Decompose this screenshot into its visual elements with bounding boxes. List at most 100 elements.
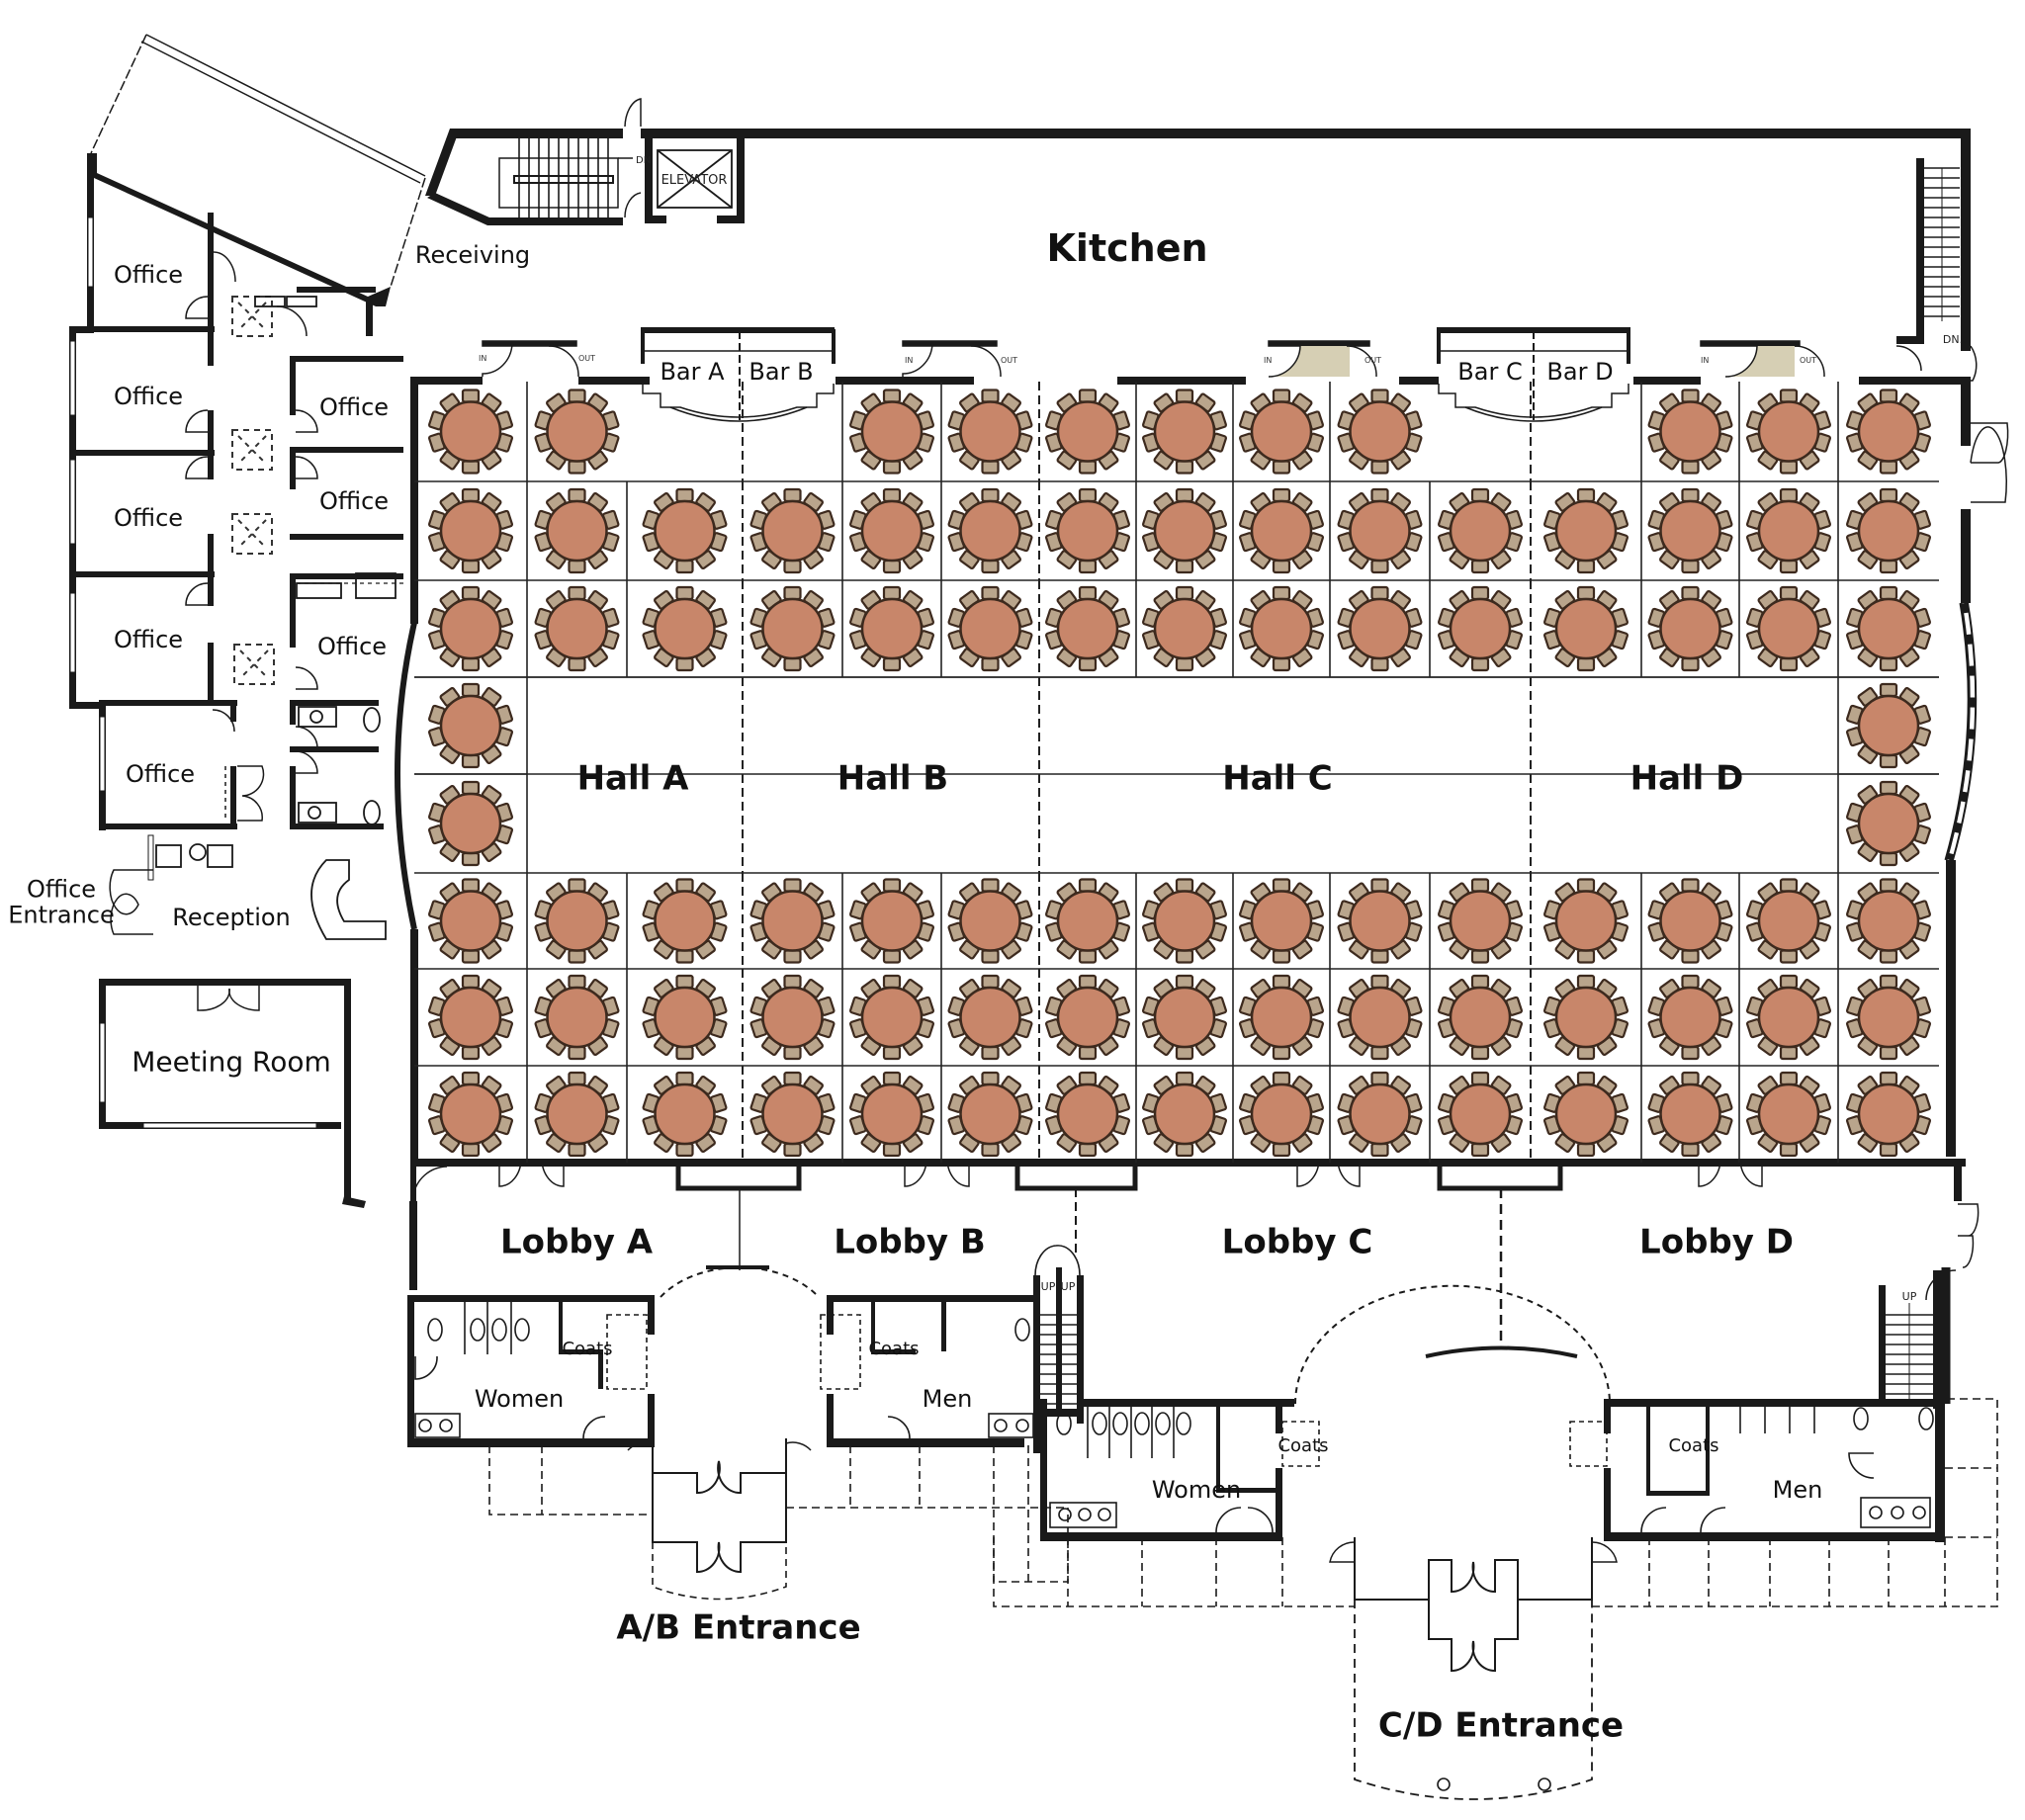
skylights bbox=[231, 296, 275, 685]
round-table bbox=[1745, 487, 1832, 574]
round-table bbox=[848, 1071, 935, 1158]
round-table bbox=[1646, 585, 1734, 672]
cd-entrance bbox=[993, 1284, 1998, 1800]
round-table bbox=[946, 487, 1034, 574]
round-table bbox=[427, 1071, 514, 1158]
restroom-fixtures-cd bbox=[1049, 1407, 1934, 1533]
round-table bbox=[1238, 878, 1325, 964]
round-table bbox=[1845, 974, 1932, 1061]
office-8-label: Office bbox=[125, 759, 196, 788]
office-windows bbox=[69, 217, 317, 1129]
lobby-walls bbox=[409, 1158, 1980, 1404]
stair-dn-label: DN bbox=[636, 155, 651, 166]
door-out-label: OUT bbox=[1001, 356, 1017, 365]
round-table bbox=[641, 1071, 729, 1158]
round-table bbox=[1745, 878, 1832, 964]
stair-up-label: UP bbox=[1902, 1290, 1917, 1303]
round-table bbox=[1646, 878, 1734, 964]
round-table bbox=[1745, 1071, 1832, 1158]
bar-cd bbox=[1437, 327, 1630, 422]
hall-d-label: Hall D bbox=[1629, 758, 1744, 799]
round-table bbox=[1238, 487, 1325, 574]
round-table bbox=[748, 585, 836, 672]
reception-label: Reception bbox=[172, 903, 291, 931]
elevator-label: ELEVATOR bbox=[661, 173, 728, 188]
coats-ab-right-label: Coats bbox=[868, 1339, 920, 1360]
round-table bbox=[1646, 487, 1734, 574]
round-table bbox=[1336, 487, 1424, 574]
round-table bbox=[1141, 487, 1228, 574]
round-table bbox=[1044, 585, 1131, 672]
round-table bbox=[1437, 878, 1524, 964]
ab-entrance-label: A/B Entrance bbox=[616, 1607, 861, 1648]
round-table bbox=[1845, 878, 1932, 964]
kitchen-right-doors bbox=[1895, 345, 1978, 382]
round-table bbox=[1044, 389, 1131, 475]
round-table bbox=[848, 487, 935, 574]
round-table bbox=[1845, 1071, 1932, 1158]
office-entrance-label: Office Entrance bbox=[8, 875, 115, 929]
coats-ab-left-label: Coats bbox=[562, 1339, 613, 1360]
door-in-label: IN bbox=[905, 356, 913, 365]
restroom-block-ab bbox=[407, 1295, 1034, 1447]
coats-cd-right-label: Coats bbox=[1668, 1435, 1719, 1457]
ab-entrance bbox=[488, 1265, 1069, 1601]
round-table bbox=[533, 1071, 621, 1158]
hall-right-doors bbox=[1970, 422, 2009, 503]
office-7-label: Office bbox=[316, 632, 388, 660]
men-restroom-cd-label: Men bbox=[1772, 1475, 1823, 1504]
round-table bbox=[1845, 487, 1932, 574]
round-table bbox=[1542, 878, 1629, 964]
office-doors bbox=[109, 251, 318, 1011]
round-table bbox=[1238, 389, 1325, 475]
lobby-c-label: Lobby C bbox=[1221, 1222, 1373, 1262]
round-table bbox=[1542, 585, 1629, 672]
round-table bbox=[1542, 1071, 1629, 1158]
round-table bbox=[533, 585, 621, 672]
round-table bbox=[848, 389, 935, 475]
round-table bbox=[533, 974, 621, 1061]
coats-cd-left-label: Coats bbox=[1277, 1435, 1329, 1457]
door-out-label: OUT bbox=[1800, 356, 1816, 365]
door-in-label: IN bbox=[1264, 356, 1272, 365]
round-table bbox=[1044, 487, 1131, 574]
office-5-label: Office bbox=[113, 503, 184, 532]
door-out-label: OUT bbox=[1365, 356, 1381, 365]
round-table bbox=[427, 780, 514, 867]
round-table bbox=[748, 487, 836, 574]
hall-left-curved-wall bbox=[395, 622, 417, 930]
round-table bbox=[533, 487, 621, 574]
round-table bbox=[1336, 974, 1424, 1061]
round-table bbox=[1141, 974, 1228, 1061]
stair-up-label: UP bbox=[1061, 1280, 1076, 1293]
restroom-block-cd bbox=[1040, 1270, 1945, 1542]
round-table bbox=[1336, 389, 1424, 475]
women-restroom-cd-label: Women bbox=[1151, 1475, 1242, 1504]
round-table bbox=[1542, 487, 1629, 574]
office-4-label: Office bbox=[318, 486, 390, 515]
round-table bbox=[1845, 585, 1932, 672]
cd-entrance-label: C/D Entrance bbox=[1377, 1705, 1625, 1746]
round-table bbox=[1141, 389, 1228, 475]
round-table bbox=[848, 878, 935, 964]
round-table bbox=[1044, 1071, 1131, 1158]
door-in-label: IN bbox=[1701, 356, 1709, 365]
round-table bbox=[1646, 974, 1734, 1061]
bar-c-label: Bar C bbox=[1457, 357, 1523, 386]
elevator bbox=[657, 149, 733, 209]
round-table bbox=[1845, 682, 1932, 769]
round-table bbox=[1437, 1071, 1524, 1158]
round-table bbox=[641, 585, 729, 672]
men-restroom-ab-label: Men bbox=[922, 1384, 973, 1413]
office-2-label: Office bbox=[113, 382, 184, 410]
office-3-label: Office bbox=[318, 392, 390, 421]
round-table bbox=[427, 682, 514, 769]
round-table bbox=[641, 878, 729, 964]
lobby-b-label: Lobby B bbox=[834, 1222, 986, 1262]
round-table bbox=[1238, 585, 1325, 672]
round-table bbox=[1646, 389, 1734, 475]
seating-grid bbox=[414, 382, 1939, 1163]
stair-up-label: UP bbox=[1041, 1280, 1056, 1293]
hall-right-window-wall bbox=[1944, 602, 1978, 861]
round-table bbox=[641, 974, 729, 1061]
